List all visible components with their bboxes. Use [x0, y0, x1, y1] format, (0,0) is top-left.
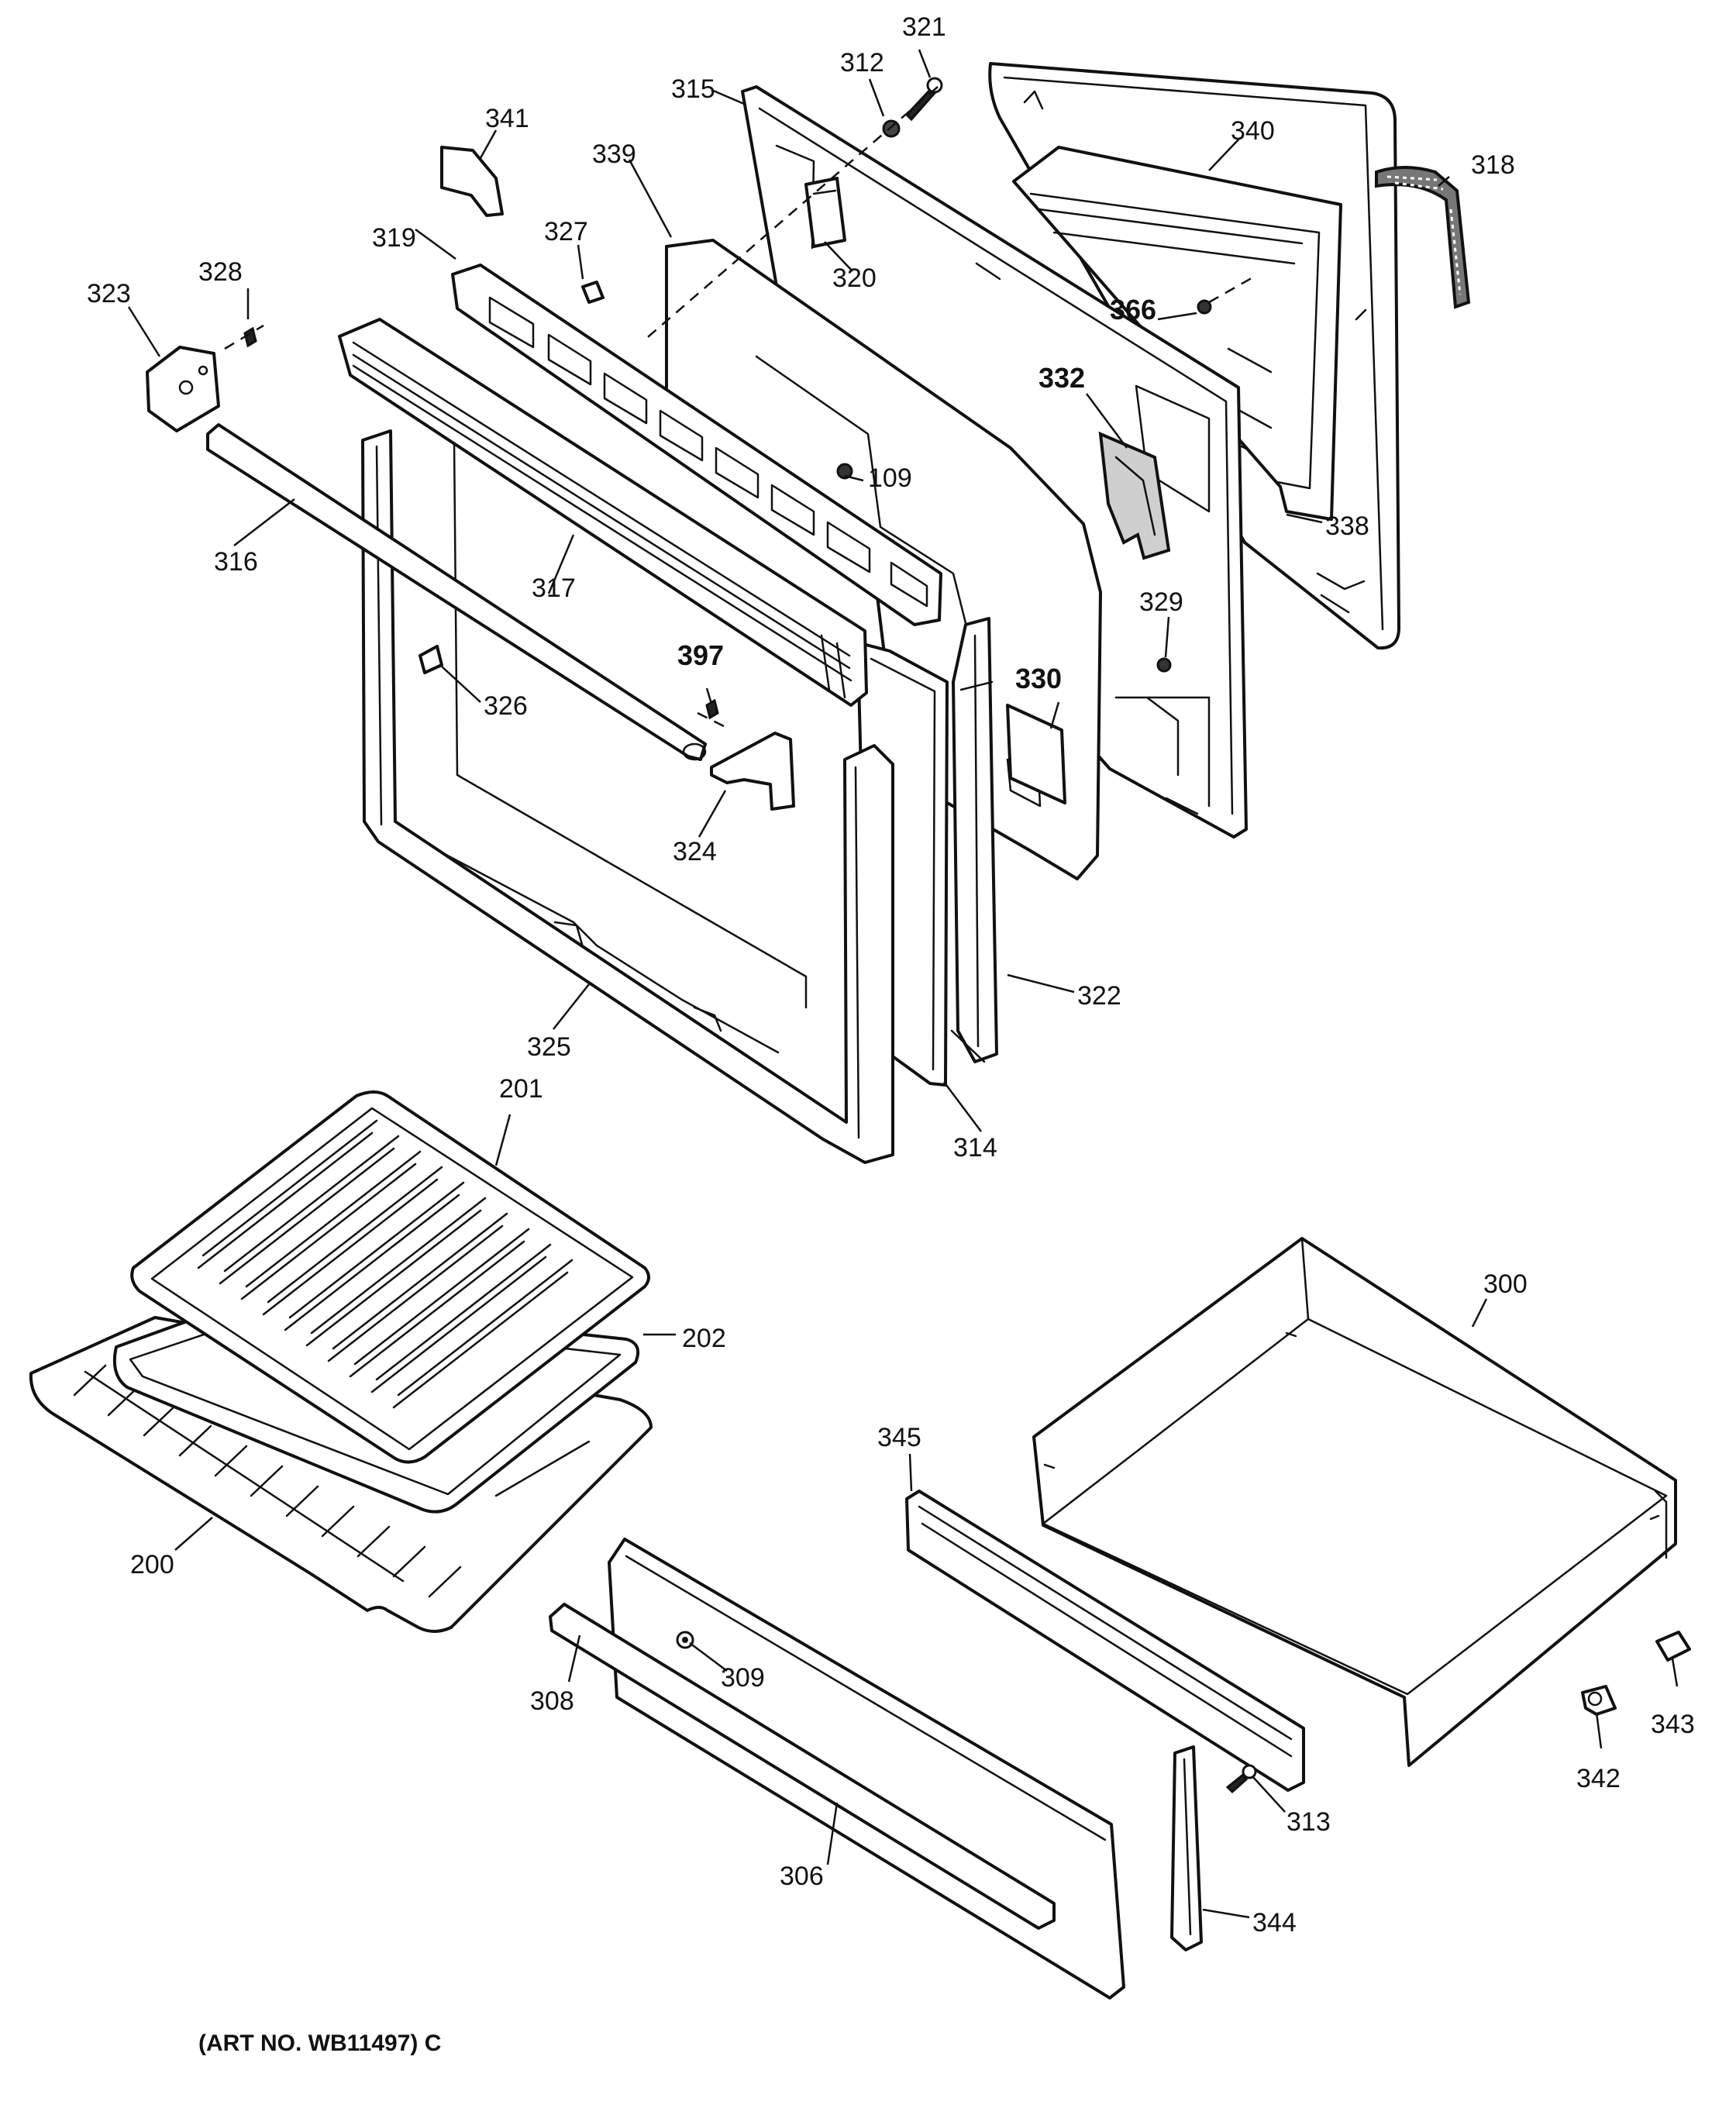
callout-320: 320 — [832, 264, 877, 293]
clip-327 — [581, 281, 604, 304]
screw-309 — [676, 1631, 694, 1649]
screw-397 — [697, 698, 729, 730]
bracket-341 — [440, 146, 504, 217]
door-liner-330 — [1006, 704, 1066, 804]
callout-325: 325 — [527, 1032, 571, 1062]
screw-321 — [904, 77, 943, 122]
callout-306: 306 — [780, 1862, 824, 1891]
broiler-grid-201 — [130, 1090, 650, 1464]
door-rod-316 — [206, 423, 707, 761]
screw-313 — [1225, 1764, 1257, 1794]
door-handle-trim-317 — [338, 318, 868, 707]
callout-338: 338 — [1325, 512, 1369, 541]
callout-340: 340 — [1231, 116, 1275, 146]
callout-315: 315 — [671, 74, 715, 104]
hinge-bracket-320 — [804, 177, 846, 248]
drawer-slide-345 — [905, 1490, 1305, 1792]
art-number-label: (ART NO. WB11497) C — [198, 2030, 441, 2056]
clip-326 — [418, 645, 443, 674]
callout-366: 366 — [1110, 294, 1156, 326]
callout-309: 309 — [721, 1663, 765, 1693]
callout-321: 321 — [902, 12, 946, 42]
drawer-body-300 — [1032, 1237, 1677, 1767]
callout-344: 344 — [1252, 1908, 1297, 1938]
callout-339: 339 — [592, 140, 636, 169]
callout-326: 326 — [484, 691, 528, 721]
callout-201: 201 — [499, 1074, 543, 1104]
callout-312: 312 — [840, 48, 884, 78]
screw-366 — [1197, 274, 1256, 315]
callout-317: 317 — [532, 574, 576, 603]
callout-330: 330 — [1015, 663, 1062, 694]
callout-327: 327 — [544, 217, 588, 246]
callout-342: 342 — [1576, 1764, 1621, 1793]
callout-322: 322 — [1077, 981, 1121, 1011]
callout-200: 200 — [130, 1550, 174, 1579]
callout-329: 329 — [1139, 587, 1183, 617]
callout-labels: 321 312 315 340 318 341 339 327 319 320 … — [87, 12, 1695, 2056]
screw-321-axis-line — [642, 86, 939, 342]
callout-318: 318 — [1471, 150, 1515, 180]
drawer-handle-308 — [549, 1603, 1056, 1930]
callout-314: 314 — [953, 1133, 997, 1162]
callout-313: 313 — [1286, 1807, 1331, 1837]
bracket-324 — [710, 732, 795, 811]
callout-202: 202 — [682, 1324, 726, 1353]
washer-312 — [882, 119, 901, 138]
callout-109: 109 — [868, 463, 912, 493]
callout-316: 316 — [214, 547, 258, 577]
screw-328 — [224, 324, 264, 350]
callout-308: 308 — [530, 1686, 574, 1716]
side-rail-344 — [1170, 1745, 1203, 1951]
callout-341: 341 — [485, 104, 529, 133]
callout-319: 319 — [372, 223, 416, 253]
callout-332: 332 — [1038, 362, 1085, 394]
oven-rack-200 — [29, 1316, 653, 1633]
callout-397: 397 — [677, 639, 724, 671]
door-frame-325 — [361, 429, 894, 1164]
callout-345: 345 — [877, 1423, 921, 1452]
insulation-block-332 — [1098, 431, 1171, 560]
vertical-channel-322 — [952, 617, 998, 1063]
door-gasket-318 — [1375, 166, 1471, 309]
callout-328: 328 — [198, 257, 243, 287]
door-glass-frame-338 — [1012, 146, 1342, 521]
nut-109 — [836, 463, 853, 480]
callout-343: 343 — [1651, 1710, 1695, 1739]
callout-300: 300 — [1483, 1269, 1528, 1299]
screw-329 — [1156, 657, 1172, 673]
hinge-323 — [146, 346, 220, 432]
callout-323: 323 — [87, 279, 131, 308]
leader-lines — [127, 49, 1679, 1919]
clip-343 — [1655, 1631, 1691, 1662]
roller-342 — [1581, 1685, 1617, 1716]
callout-324: 324 — [673, 837, 717, 866]
vent-panel-319 — [451, 264, 942, 626]
